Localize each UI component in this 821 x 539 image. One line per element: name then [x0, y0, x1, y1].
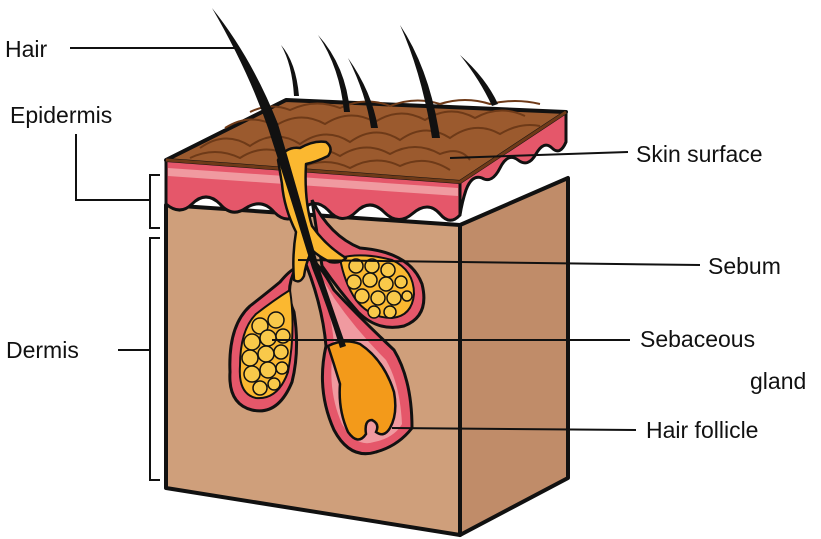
dermis-bracket [118, 238, 160, 480]
epidermis-bracket [76, 134, 160, 228]
label-epidermis: Epidermis [10, 102, 112, 128]
small-hair-1 [281, 45, 299, 96]
label-sebaceous: Sebaceous [640, 326, 755, 352]
small-hair-5 [460, 55, 498, 106]
dermis-side-face [460, 178, 568, 535]
label-gland: gland [750, 368, 806, 394]
label-hair-follicle: Hair follicle [646, 417, 758, 443]
label-skin-surface: Skin surface [636, 141, 763, 167]
label-sebum: Sebum [708, 253, 781, 279]
label-hair: Hair [5, 36, 48, 62]
label-dermis: Dermis [6, 337, 79, 363]
